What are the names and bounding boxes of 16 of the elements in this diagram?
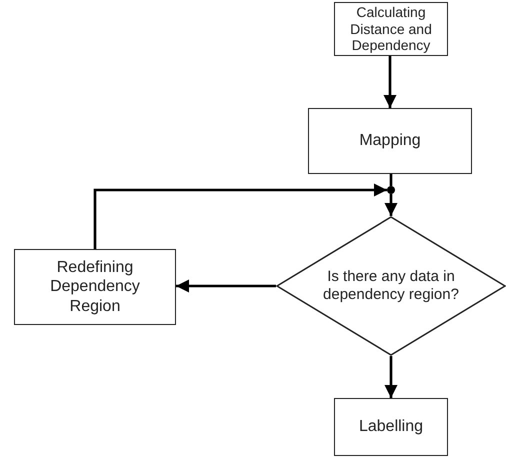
decision-diamond [276, 216, 506, 356]
node-text: Calculating Distance and Dependency [349, 4, 433, 54]
node-text: Labelling [358, 417, 424, 437]
node-text: Redefining Dependency Region [49, 258, 141, 316]
process-box [308, 108, 472, 174]
node-text: Is there any data in dependency region? [322, 268, 460, 304]
arrow [94, 184, 387, 249]
process-box [334, 398, 448, 456]
process-box [14, 249, 176, 325]
arrow [384, 56, 396, 108]
arrow [176, 280, 276, 292]
node-text: Mapping [359, 131, 421, 151]
process-box [334, 2, 448, 56]
junction-dot [387, 186, 395, 194]
arrow [384, 356, 398, 398]
arrow [384, 194, 398, 216]
